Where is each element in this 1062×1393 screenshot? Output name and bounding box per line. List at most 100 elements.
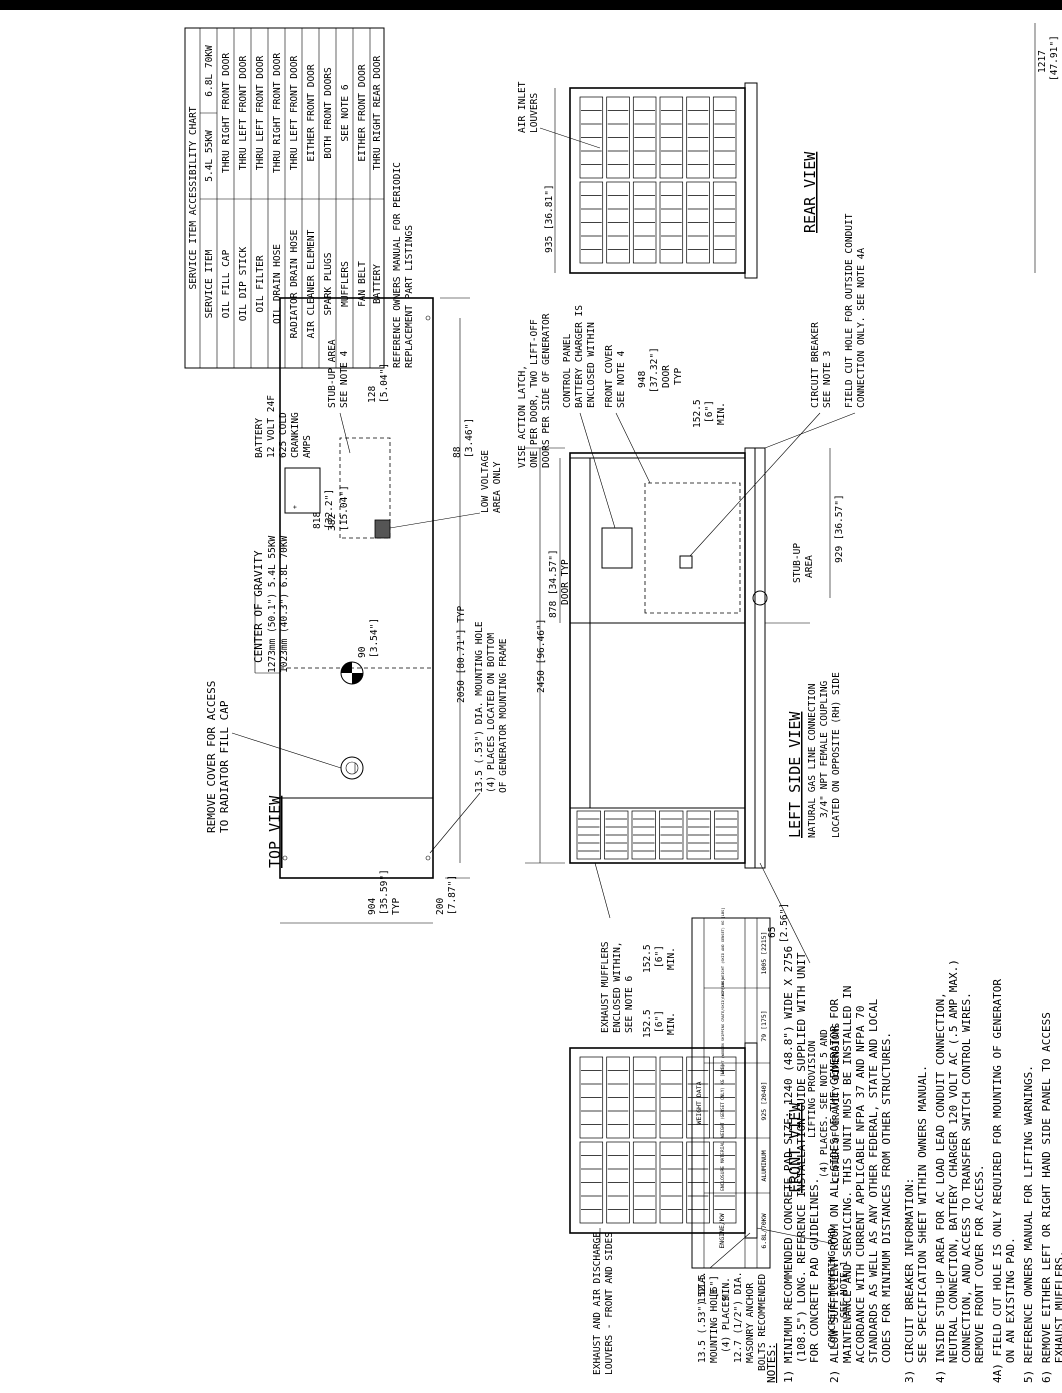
callout-battery: AMPS bbox=[302, 435, 313, 458]
front-louver bbox=[579, 1056, 604, 1139]
callout-stubup-side: AREA bbox=[804, 555, 815, 578]
rear-louver bbox=[659, 181, 684, 264]
top-border-bar bbox=[0, 0, 1062, 10]
note-line: ACCORDANCE WITH CURRENT APPLICABLE NFPA … bbox=[854, 1006, 867, 1384]
dim-818: 818 bbox=[312, 512, 323, 529]
callout-mount-hole-front: MASONRY ANCHOR bbox=[745, 1283, 756, 1363]
rear-louver bbox=[686, 96, 710, 179]
note-line: EXHAUST MUFFLERS. bbox=[1053, 1251, 1062, 1383]
view-label-top: TOP VIEW bbox=[266, 795, 284, 868]
callout-cog: 1023mm (40.3") 6.8L 70KW bbox=[279, 535, 290, 673]
service-access: SEE NOTE 6 bbox=[340, 84, 351, 141]
callout-mount-hole-front: 12.7 (1/2") DIA. bbox=[733, 1271, 744, 1363]
service-chart-header: SERVICE ITEM bbox=[204, 249, 215, 318]
front-louver bbox=[632, 1056, 657, 1139]
callout-front-cover: FRONT COVER bbox=[604, 345, 615, 408]
dim-65: 65 bbox=[767, 927, 778, 938]
callout-gas: 3/4" NPT FEMALE COUPLING bbox=[819, 680, 830, 818]
dim-88: 88 bbox=[452, 446, 463, 458]
notes-heading: NOTES: bbox=[765, 1343, 778, 1383]
dim-382-inch: [15.04"] bbox=[339, 485, 350, 531]
rear-view-enclosure bbox=[569, 87, 746, 274]
side-louver bbox=[686, 810, 711, 860]
note-line: SEE SPECIFICATION SHEET WITHIN OWNERS MA… bbox=[916, 1065, 929, 1383]
front-view-enclosure bbox=[569, 1047, 746, 1234]
dim-904-inch: [35.59"] bbox=[379, 869, 390, 915]
service-chart-header: 5.4L 55KW bbox=[204, 130, 215, 182]
side-louver bbox=[604, 810, 629, 860]
callout-stubup-top: STUB-UP AREA bbox=[327, 339, 338, 408]
callout-cog: CENTER OF GRAVITY bbox=[252, 550, 265, 663]
callout-battery: BATTERY bbox=[254, 418, 265, 458]
rear-louver bbox=[579, 181, 604, 264]
service-item: OIL FILTER bbox=[255, 255, 266, 312]
left-side-enclosure bbox=[569, 452, 746, 864]
service-chart-title: SERVICE ITEM ACCESSIBILITY CHART bbox=[188, 106, 199, 289]
dim-152-a-min: MIN. bbox=[666, 1012, 677, 1035]
callout-circuit-breaker: SEE NOTE 3 bbox=[822, 351, 833, 408]
callout-air-inlet: AIR INLET bbox=[517, 81, 528, 133]
note-line: CONNECTION, AND ACCESS TO TRANSFER SWITC… bbox=[960, 992, 973, 1383]
service-item: OIL DIP STICK bbox=[238, 247, 249, 322]
service-access: THRU RIGHT REAR DOOR bbox=[372, 56, 383, 171]
weight-data-table: WEIGHT DATA ENGINE/KW ENCLOSURE MATERIAL… bbox=[691, 908, 771, 1269]
service-reference: REPLACEMENT PART LISTINGS bbox=[404, 225, 415, 368]
callout-battery: 625 COLD bbox=[278, 412, 289, 458]
front-louver bbox=[659, 1141, 684, 1224]
dim-152-c-inch: [6"] bbox=[704, 400, 715, 423]
note-line: CODES FOR MINIMUM DISTANCES FROM OTHER S… bbox=[880, 1032, 893, 1383]
drawing-canvas: NOTES: 1) MINIMUM RECOMMENDED CONCRETE P… bbox=[184, 23, 1062, 1384]
dim-65-inch: [2.56"] bbox=[779, 903, 790, 943]
callout-mount-hole-top: OF GENERATOR MOUNTING FRAME bbox=[498, 638, 509, 793]
dim-2050: 2050 [80.71"] TYP bbox=[456, 605, 467, 703]
note-line: ON AN EXISTING PAD. bbox=[1004, 1237, 1017, 1383]
service-access: THRU LEFT FRONT DOOR bbox=[238, 56, 249, 171]
dim-878: 878 [34.57"] bbox=[548, 549, 559, 618]
top-view-enclosure bbox=[279, 297, 434, 879]
stub-up-hole bbox=[752, 590, 768, 606]
callout-mount-hole-front: (4) PLACES bbox=[721, 1296, 732, 1353]
service-item: SPARK PLUGS bbox=[323, 252, 334, 315]
weight-header: WEIGHT (WOODEN SHIPPING CRATE/SKID) KG [… bbox=[721, 978, 725, 1073]
callout-lifting: CENTER OF GRAVITY DIMENSIONS bbox=[831, 1023, 842, 1183]
dim-878-door: DOOR TYP bbox=[560, 559, 571, 605]
weight-header: ENGINE/KW bbox=[718, 1213, 726, 1248]
note-line: 4) INSIDE STUB-UP AREA FOR AC LOAD LEAD … bbox=[934, 992, 947, 1383]
callout-mount-hole-front: MOUNTING HOLE bbox=[709, 1288, 720, 1363]
note-line: NEUTRAL CONNECTION, BATTERY CHARGER 120 … bbox=[947, 959, 960, 1383]
callout-vise: ONE PER DOOR, TWO LIFT-OFF bbox=[529, 319, 540, 468]
front-view: FRONT VIEW EXHAUST MUFFLERS ENCLOSED WIT… bbox=[569, 862, 850, 1375]
note-line: MAINTENANCE AND SERVICING. THIS UNIT MUS… bbox=[841, 986, 854, 1383]
dim-152-b: 152.5 bbox=[642, 944, 653, 973]
weight-cell: 925 [2040] bbox=[760, 1081, 768, 1120]
radiator-cap-icon bbox=[340, 756, 364, 780]
callout-lifting: (4) PLACES. SEE NOTE 5 AND bbox=[819, 1029, 830, 1178]
service-item: OIL FILL CAP bbox=[221, 249, 232, 318]
service-access: BOTH FRONT DOORS bbox=[323, 67, 334, 159]
note-line: 4A) FIELD CUT HOLE IS ONLY REQUIRED FOR … bbox=[991, 979, 1004, 1383]
dim-904: 904 bbox=[367, 898, 378, 915]
callout-exhaust-louvers: LOUVERS - FRONT AND SIDES bbox=[604, 1232, 615, 1375]
front-mounting-pad bbox=[744, 1042, 758, 1239]
callout-exhaust-mufflers: ENCLOSED WITHIN, bbox=[612, 941, 623, 1033]
callout-field-cut: FIELD CUT HOLE FOR OUTSIDE CONDUIT bbox=[844, 213, 855, 408]
callout-low-voltage: AREA ONLY bbox=[492, 461, 503, 513]
dim-90-inch: [3.54"] bbox=[369, 618, 380, 658]
callout-remove-cover: REMOVE COVER FOR ACCESS bbox=[205, 681, 218, 833]
service-item: FAN BELT bbox=[357, 261, 368, 307]
rear-louver bbox=[632, 181, 657, 264]
callout-cog: 1273mm (50.1") 5.4L 55KW bbox=[267, 535, 278, 673]
dim-200: 200 bbox=[435, 898, 446, 915]
dim-152-c-min: MIN. bbox=[716, 402, 727, 425]
front-louver bbox=[712, 1056, 737, 1139]
callout-remove-cover: TO RADIATOR FILL CAP bbox=[218, 700, 231, 833]
service-item: AIR CLEANER ELEMENT bbox=[306, 229, 317, 338]
dim-1217: 1217 bbox=[1037, 50, 1048, 73]
top-view: TOP VIEW + 2050 [80.71"] TYP 904 bbox=[205, 297, 509, 924]
dim-200-inch: [7.87"] bbox=[447, 875, 458, 915]
front-louver bbox=[606, 1056, 630, 1139]
weight-header: SHIPPING WEIGHT (SKID AND GENSET) KG [LB… bbox=[721, 908, 725, 999]
view-label-left-side: LEFT SIDE VIEW bbox=[786, 711, 804, 838]
callout-stubup-side: STUB-UP bbox=[792, 543, 803, 583]
callout-control-panel: ENCLOSED WITHIN bbox=[586, 322, 597, 408]
